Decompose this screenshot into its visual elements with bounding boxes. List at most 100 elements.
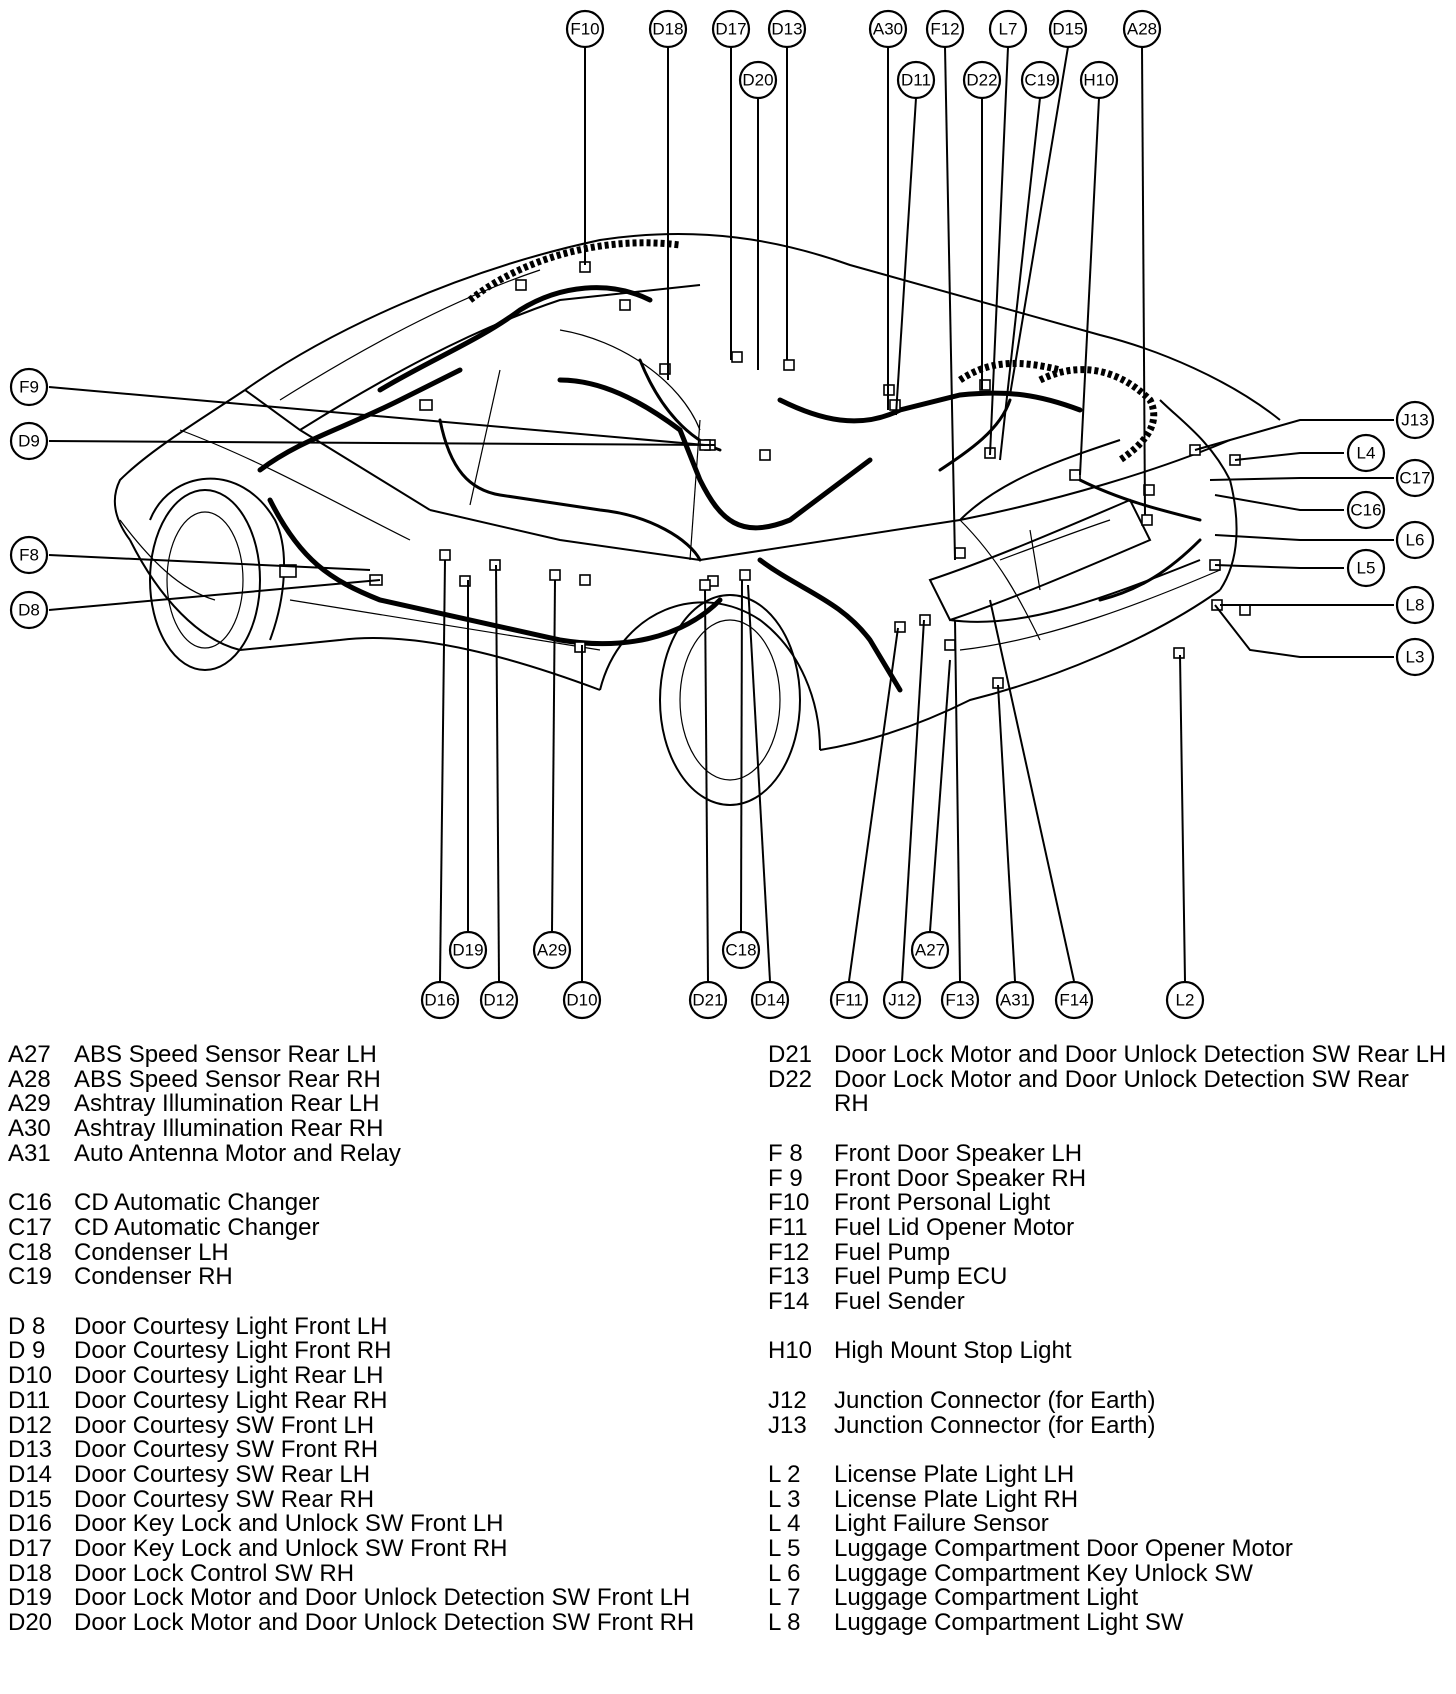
callout-C16-text: C16 [1350,501,1381,520]
legend-entry: D13 Door Courtesy SW Front RH [8,1438,698,1463]
callout-F14-text: F14 [1059,991,1088,1010]
legend-code: D19 [8,1584,53,1612]
callout-L3-text: L3 [1406,648,1425,667]
callout-L5-text: L5 [1357,559,1376,578]
callout-D14: D14 [750,980,790,1020]
callout-L6-text: L6 [1406,531,1425,550]
legend-code: D12 [8,1411,53,1439]
legend-code: C17 [8,1213,53,1241]
callout-D13: D13 [767,9,807,49]
callout-D10-text: D10 [566,991,597,1010]
callout-F12-text: F12 [930,20,959,39]
callout-L2-text: L2 [1176,991,1195,1010]
callout-D20-text: D20 [742,71,773,90]
callout-L7-text: L7 [999,20,1018,39]
legend-desc: Luggage Compartment Key Unlock SW [834,1559,1253,1587]
legend-gap [768,1117,1448,1142]
legend-desc: ABS Speed Sensor Rear LH [74,1041,377,1068]
legend-code: D18 [8,1559,53,1587]
legend-desc: Fuel Lid Opener Motor [834,1213,1075,1241]
legend-desc: CD Automatic Changer [74,1189,320,1217]
legend-code: F 8 [768,1139,803,1167]
callout-D12: D12 [479,980,519,1020]
callout-L8: L8 [1395,585,1435,625]
callout-L2: L2 [1165,980,1205,1020]
callout-L5: L5 [1346,548,1386,588]
legend-code: A28 [8,1065,51,1093]
legend-code: L 5 [768,1535,801,1562]
legend-code: H10 [768,1337,813,1365]
callout-F8: F8 [9,535,49,575]
legend-entry: L 6 Luggage Compartment Key Unlock SW [768,1559,1448,1587]
legend-desc: Door Lock Control SW RH [74,1559,355,1587]
legend-code: F 9 [768,1164,803,1192]
callout-J12-text: J12 [888,991,915,1010]
callout-F9-text: F9 [19,378,39,397]
callout-L3: L3 [1395,637,1435,677]
legend-desc: Door Lock Motor and Door Unlock Detectio… [834,1041,1447,1068]
callout-D9-text: D9 [18,432,40,451]
callout-C18: C18 [721,930,761,970]
callout-L8-text: L8 [1406,596,1425,615]
legend-code: D17 [8,1535,53,1563]
legend-code: D16 [8,1510,53,1538]
legend-code: J12 [768,1386,807,1414]
legend-code: F12 [768,1238,810,1266]
callout-D16-text: D16 [424,991,455,1010]
callout-D12-text: D12 [483,991,514,1010]
legend-gap [768,1315,1448,1340]
legend-code: D10 [8,1362,53,1390]
legend-code: L 8 [768,1609,801,1637]
legend-desc: Door Key Lock and Unlock SW Front RH [74,1535,508,1563]
legend-desc: Door Courtesy Light Front RH [74,1337,392,1365]
callout-J13: J13 [1395,400,1435,440]
legend-desc: Junction Connector (for Earth) [834,1411,1156,1439]
callout-C19: C19 [1020,60,1060,100]
legend-code: D15 [8,1485,53,1513]
legend-code: C19 [8,1263,53,1291]
legend-code: L 6 [768,1559,801,1587]
legend-desc: Door Lock Motor and Door Unlock Detectio… [74,1584,691,1612]
legend-desc: Door Courtesy SW Front LH [74,1411,375,1439]
legend-code: F14 [768,1288,810,1316]
legend-entry: A27 ABS Speed Sensor Rear LH [8,1041,698,1068]
legend-desc: Front Personal Light [834,1189,1051,1217]
callout-labels: F10 D18 D17 D13 A30 F12 L7 D15 A28 D20 D… [9,9,1435,1020]
callout-H10: H10 [1079,60,1119,100]
callout-A27-text: A27 [915,941,945,960]
callout-A30: A30 [868,9,908,49]
callout-D19: D19 [448,930,488,970]
legend-code: D11 [8,1386,51,1414]
legend-code: D13 [8,1436,53,1464]
legend-desc: Door Courtesy SW Front RH [74,1436,379,1464]
callout-F9: F9 [9,367,49,407]
callout-F13-text: F13 [945,991,974,1010]
callout-L4: L4 [1346,433,1386,473]
callout-D19-text: D19 [452,941,483,960]
callout-F10-text: F10 [570,20,599,39]
legend-desc: License Plate Light LH [834,1460,1075,1488]
legend-desc: Fuel Pump [834,1238,951,1266]
legend-entry: D12 Door Courtesy SW Front LH [8,1411,698,1439]
legend-code: A27 [8,1041,51,1068]
